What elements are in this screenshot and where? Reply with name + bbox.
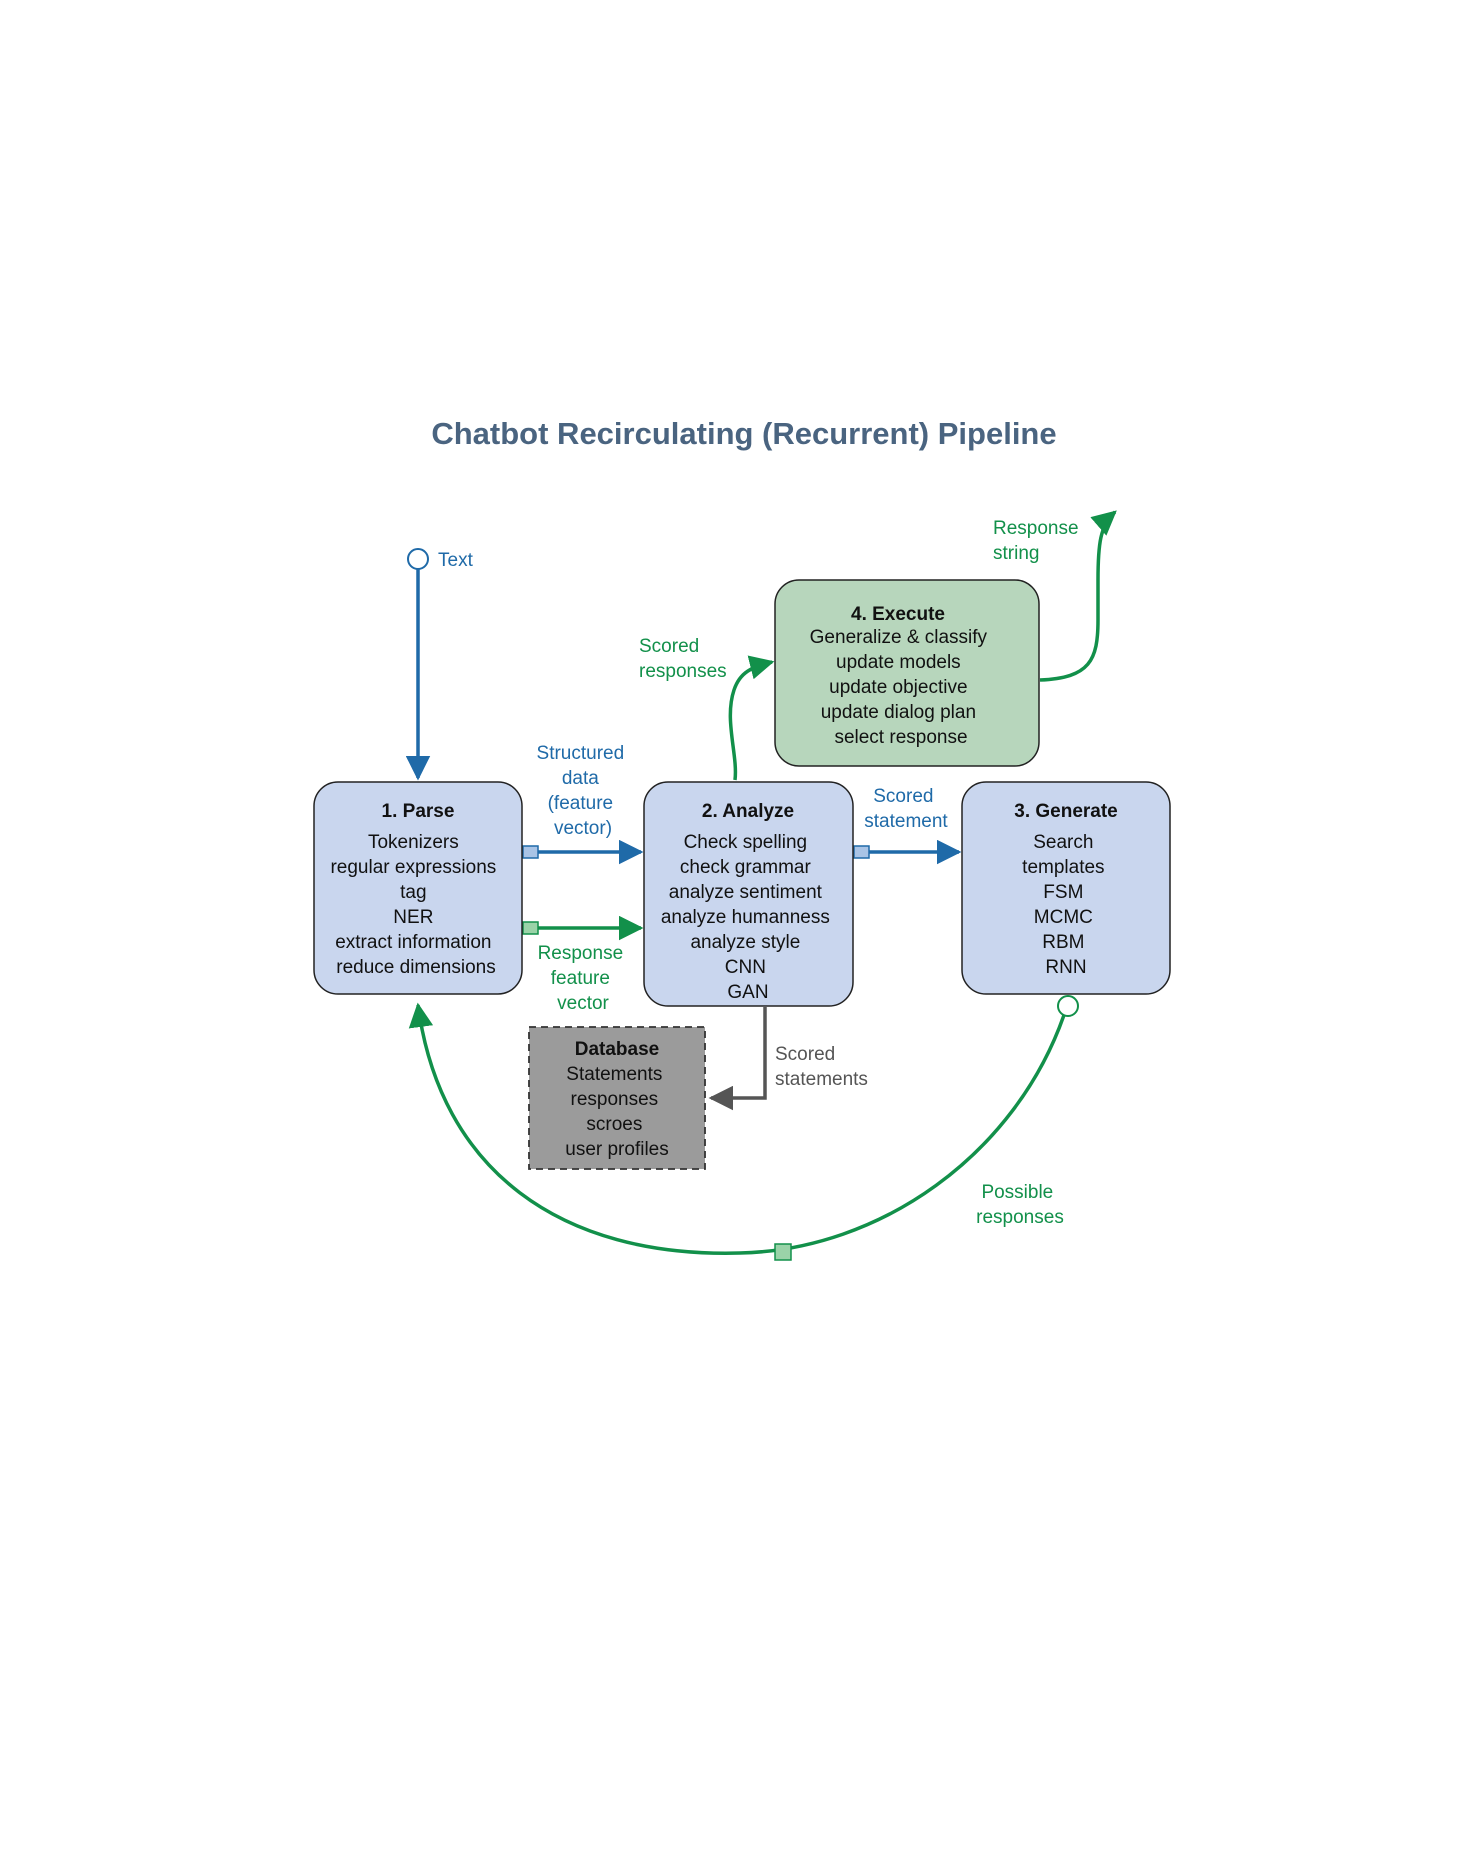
node-database: Database Statements responses scroes use… [528,1026,706,1170]
structured-data-port [522,845,539,859]
response-feature-port [522,921,539,935]
label-structured-data: Structured data (feature vector) [537,743,630,839]
edge-scored-statements [708,1007,767,1111]
label-text: Text [438,550,474,571]
node-execute-title: 4. Execute [851,604,945,625]
label-response-string: Response string [993,518,1084,564]
edge-scored-responses [728,655,775,781]
label-scored-statements: Scored statements [775,1044,868,1090]
edge-structured-data [522,839,644,865]
edge-possible-responses [408,995,1079,1261]
possible-responses-port [1057,995,1079,1017]
scored-statement-port [853,845,870,859]
node-generate-title: 3. Generate [1014,801,1118,822]
diagram-title: Chatbot Recirculating (Recurrent) Pipeli… [431,416,1056,451]
label-scored-statement: Scored statement [864,786,948,832]
node-database-lines: Statements responses scroes user profile… [565,1064,669,1160]
label-response-feature-vector: Response feature vector [538,943,629,1014]
edge-scored-statement [853,839,962,865]
loop-junction-port [774,1243,792,1261]
node-analyze: 2. Analyze Check spelling check grammar … [643,781,854,1007]
node-parse-title: 1. Parse [382,801,455,822]
node-analyze-lines: Check spelling check grammar analyze sen… [661,832,835,1003]
label-possible-responses: Possible responses [976,1182,1064,1228]
node-parse: 1. Parse Tokenizers regular expressions … [313,781,523,995]
edge-response-feature-vector [522,915,644,941]
node-execute-lines: Generalize & classify update models upda… [810,627,993,748]
edge-response-string [1039,510,1117,682]
node-analyze-title: 2. Analyze [702,801,794,822]
label-scored-responses: Scored responses [639,636,727,682]
node-generate-lines: Search templates FSM MCMC RBM RNN [1022,832,1110,978]
node-parse-lines: Tokenizers regular expressions tag NER e… [330,832,501,978]
node-execute: 4. Execute Generalize & classify update … [774,579,1040,767]
node-generate: 3. Generate Search templates FSM MCMC RB… [961,781,1171,995]
text-input-port [407,548,429,570]
node-database-title: Database [575,1039,660,1060]
edge-text-input [405,548,431,781]
